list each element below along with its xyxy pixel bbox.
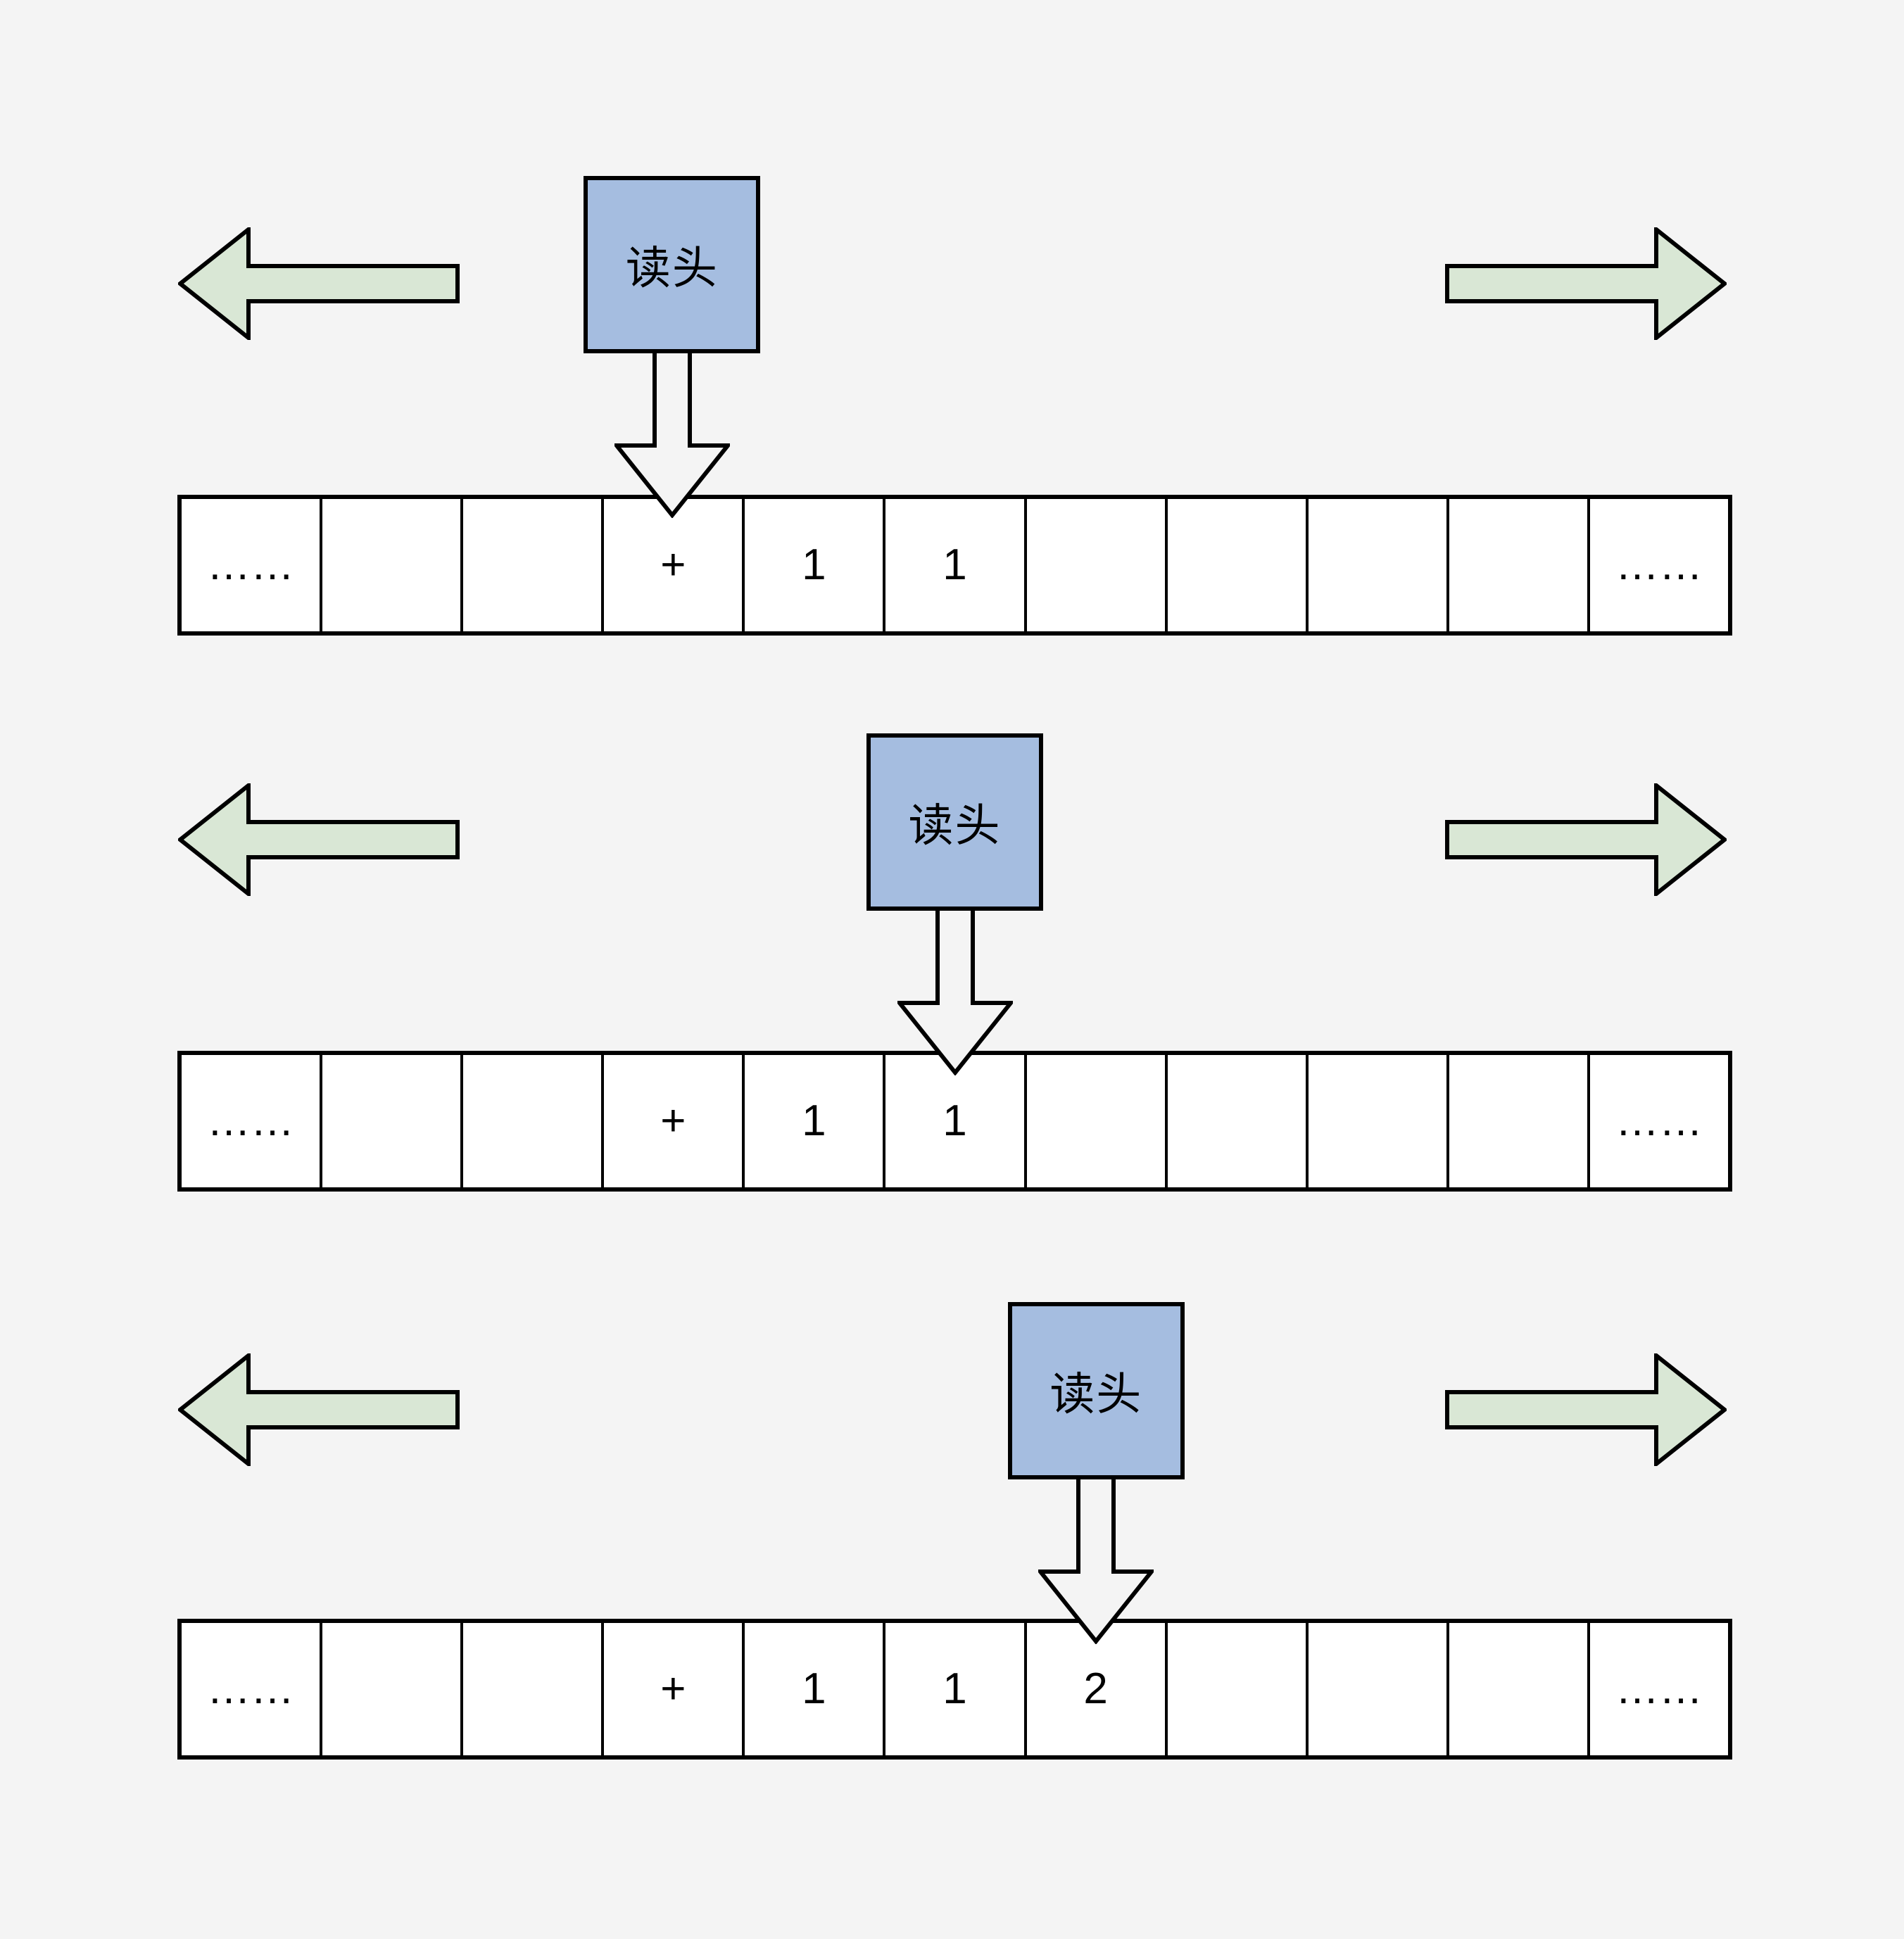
move-left-arrow-icon [178,227,460,340]
tape-cell-value: …… [1615,1096,1703,1145]
tape-cell [463,1055,605,1187]
tape-cell-value: …… [1615,540,1703,589]
tape-cell [1309,1623,1449,1755]
tape-cell [1309,1055,1449,1187]
tape-cell-value: + [660,540,686,589]
tape-cell [1168,499,1309,631]
move-left-arrow-icon [178,1353,460,1466]
tape-cell: 1 [885,1623,1027,1755]
tape-cell-value: 1 [802,1096,826,1145]
move-right-arrow-icon [1445,1353,1727,1466]
tape-cell-value: + [660,1096,686,1145]
tape-cell-value: 1 [802,1664,826,1713]
tape-cell-value: 1 [942,1664,967,1713]
read-head-label: 读头 [1049,1369,1143,1420]
read-head-label: 读头 [625,243,719,293]
tape-cell [463,499,605,631]
tape-cell [322,499,464,631]
tape-cell: + [604,499,745,631]
tape-cell-value: …… [207,1664,295,1713]
head-pointer-arrow-icon [897,907,1013,1075]
tape-cell: …… [182,1623,323,1755]
move-right-arrow-icon [1445,227,1727,340]
read-head-box: 读头 [584,176,761,353]
tape-cell [1449,1055,1590,1187]
tape-cell: 1 [745,1055,886,1187]
tape-cell [1168,1055,1309,1187]
tape-cell: 1 [745,1623,886,1755]
tape: …… + 1 1 …… [177,495,1732,636]
tape-cell: …… [1590,499,1728,631]
tape-cell [1449,499,1590,631]
tape-cell [463,1623,605,1755]
tape-cell: 2 [1027,1623,1168,1755]
move-left-arrow-icon [178,783,460,896]
head-pointer-arrow-icon [614,349,730,518]
tape: …… + 1 1 …… [177,1051,1732,1192]
tape-cell: 1 [745,499,886,631]
tape: …… + 1 1 2 …… [177,1619,1732,1760]
tape-cell [322,1623,464,1755]
tape-cell-value: + [660,1664,686,1713]
tape-cell: …… [1590,1055,1728,1187]
tape-cell [1027,1055,1168,1187]
tape-cell: + [604,1055,745,1187]
tape-cell-value: 1 [802,540,826,589]
tape-cell-value: …… [1615,1664,1703,1713]
tape-cell-value: …… [207,540,295,589]
head-pointer-arrow-icon [1038,1475,1154,1644]
tape-cell: …… [1590,1623,1728,1755]
tape-cell-value: 1 [942,1096,967,1145]
tape-cell [322,1055,464,1187]
tape-cell-value: 2 [1083,1664,1108,1713]
tape-cell-value: 1 [942,540,967,589]
tape-cell: + [604,1623,745,1755]
tape-cell: 1 [885,499,1027,631]
tape-cell-value: …… [207,1096,295,1145]
move-right-arrow-icon [1445,783,1727,896]
read-head-box: 读头 [866,733,1043,911]
tape-cell: 1 [885,1055,1027,1187]
tape-cell [1449,1623,1590,1755]
tape-cell: …… [182,1055,323,1187]
read-head-label: 读头 [908,800,1002,851]
tape-cell [1027,499,1168,631]
tape-cell [1168,1623,1309,1755]
tape-cell [1309,499,1449,631]
tape-cell: …… [182,499,323,631]
read-head-box: 读头 [1007,1302,1185,1479]
